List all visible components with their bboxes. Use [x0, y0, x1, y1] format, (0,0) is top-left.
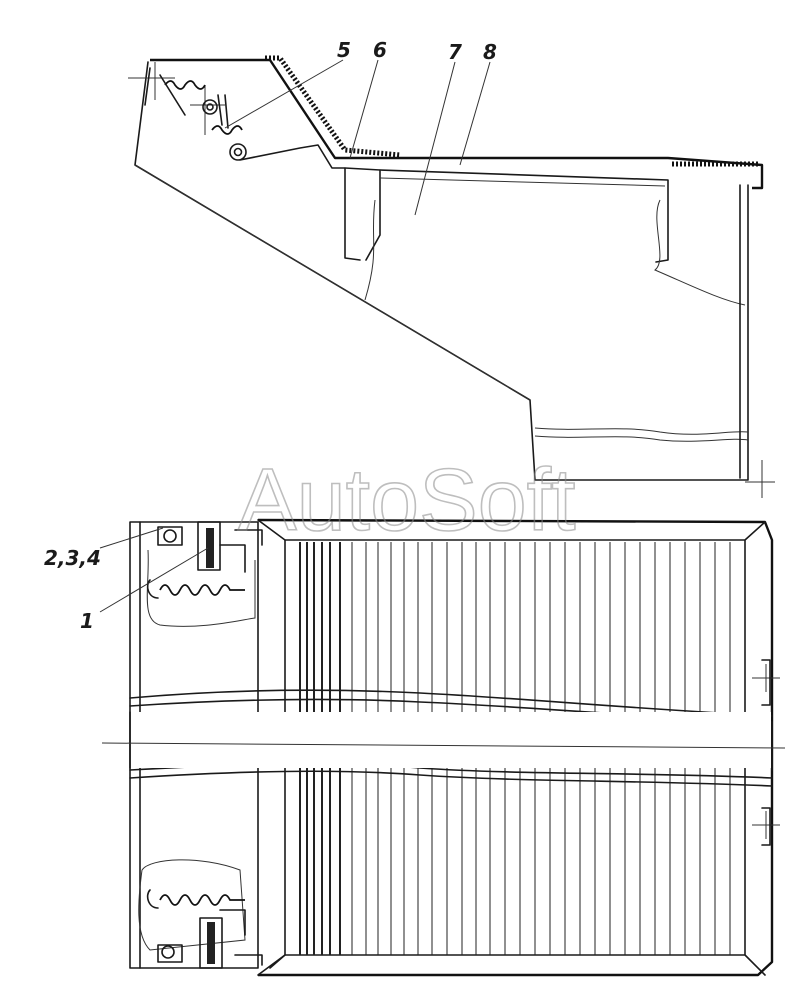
leader-7 — [414, 61, 456, 216]
callout-7: 7 — [448, 40, 462, 64]
lever-bracket — [239, 144, 361, 261]
leader-8 — [459, 61, 491, 166]
center-mark — [745, 460, 775, 498]
roller-upper — [202, 99, 218, 115]
leader-6 — [349, 59, 379, 159]
center-line — [101, 742, 786, 749]
callout-1: 1 — [80, 609, 94, 633]
side-section-view: 5 6 7 8 — [128, 38, 775, 498]
leader-5 — [224, 59, 344, 129]
break-line-upper — [364, 199, 376, 301]
spring-front-upper — [159, 584, 245, 596]
spring-upper — [164, 80, 206, 90]
bolt-lower — [161, 945, 175, 959]
bracket-lower — [199, 917, 223, 969]
mechanism-cutout-lower — [138, 859, 246, 951]
roller-lower — [229, 143, 247, 161]
leader-234 — [99, 527, 164, 549]
top-cover-plate — [150, 58, 764, 190]
spring-lower — [211, 125, 243, 135]
callout-6: 6 — [373, 38, 387, 62]
callout-2-3-4: 2,3,4 — [44, 546, 101, 570]
callout-5: 5 — [337, 38, 351, 62]
bolt-upper — [163, 529, 177, 543]
break-band-top — [129, 689, 773, 717]
spring-front-lower — [159, 894, 245, 906]
bracket-upper — [197, 521, 221, 571]
callout-8: 8 — [483, 40, 497, 64]
front-view: 2,3,4 1 — [44, 518, 786, 977]
break-line-lower — [534, 427, 749, 435]
watermark: AutoSoft — [238, 450, 576, 549]
leader-1 — [99, 547, 209, 613]
housing-outline — [134, 61, 749, 481]
